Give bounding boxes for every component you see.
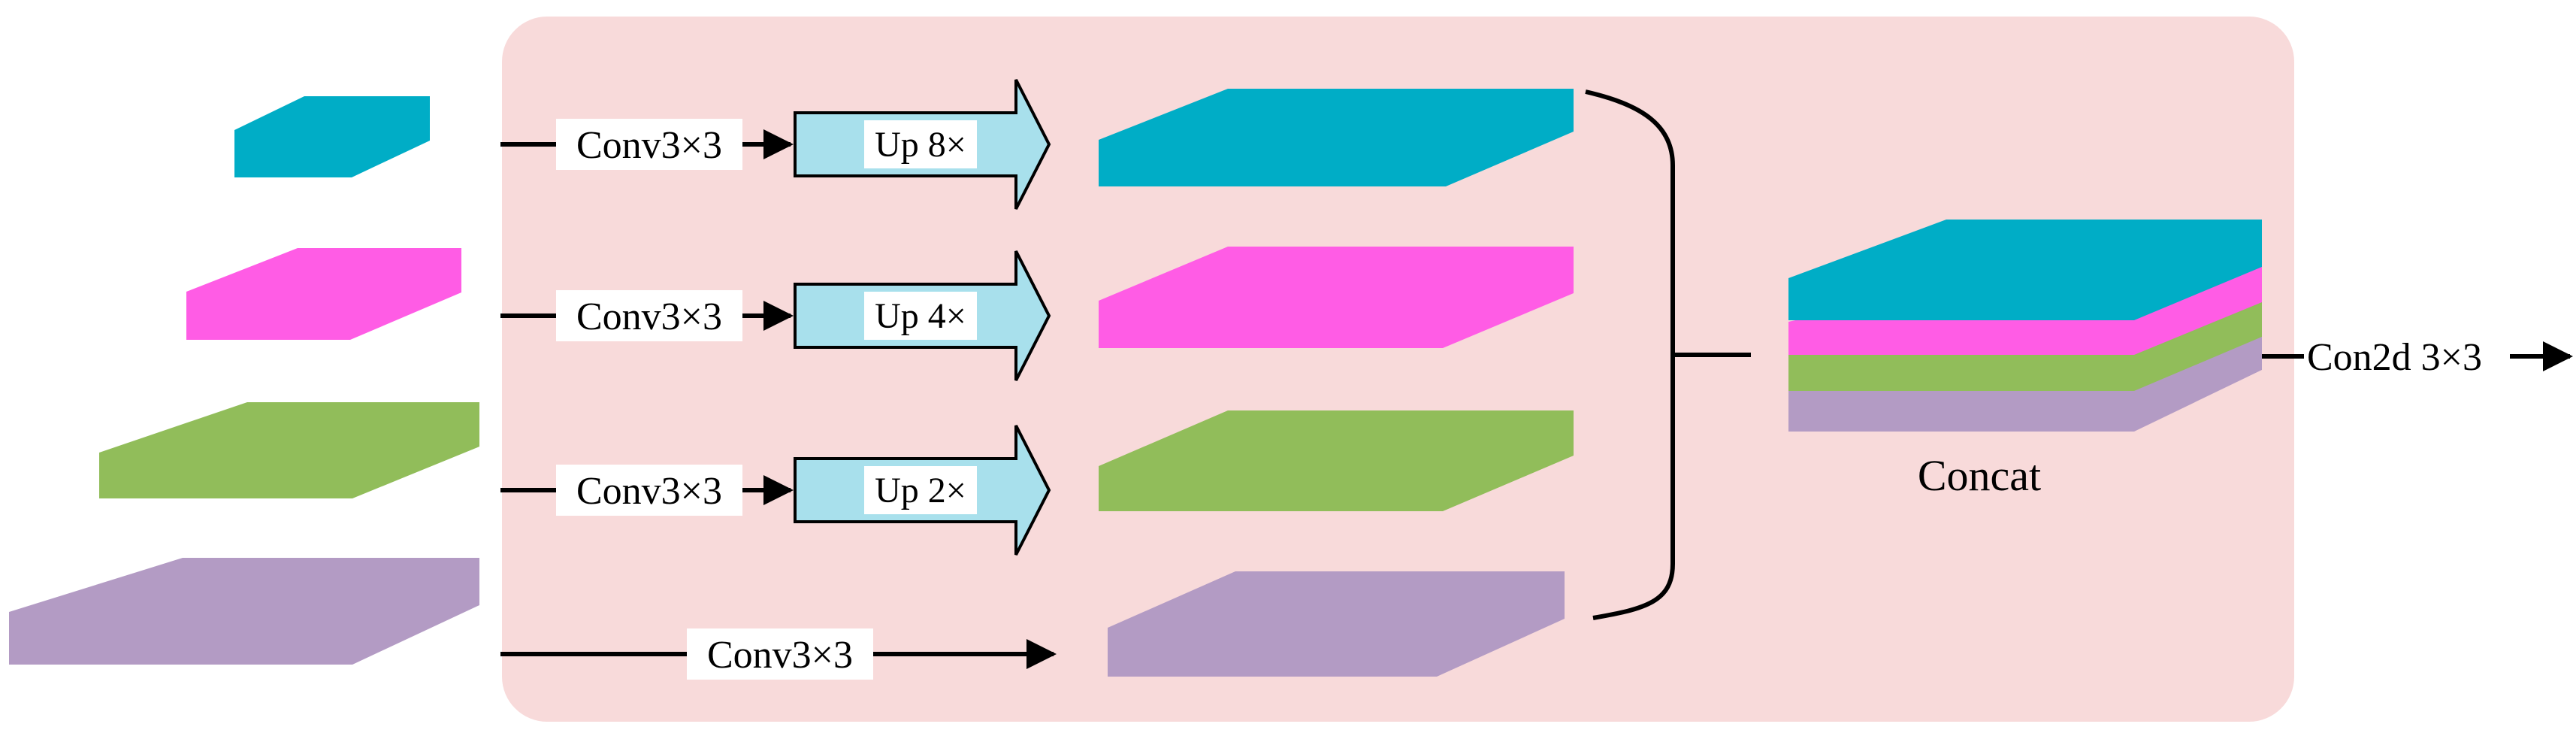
branch-2-up-label: Up 4×	[875, 296, 966, 336]
branch-4-conv-label-bg	[687, 628, 873, 680]
branch-1-up-label-bg	[864, 120, 977, 168]
branch-2-conv-label: Conv3×3	[576, 295, 722, 338]
output-label: Con2d 3×3	[2307, 336, 2482, 379]
upsampled-feature-map-1	[1099, 89, 1574, 186]
branch-3-up-label: Up 2×	[875, 471, 966, 510]
upsampled-feature-map-4	[1108, 571, 1565, 677]
concat-label: Concat	[1918, 451, 2041, 500]
branch-2-conv-label-bg	[556, 290, 742, 341]
output-label-bg	[2304, 332, 2510, 380]
input-feature-map-4	[9, 558, 479, 665]
concat-layer-teal	[1788, 220, 2262, 320]
branch-1-conv-label: Conv3×3	[576, 124, 722, 167]
upsampled-feature-map-3	[1099, 410, 1574, 511]
input-feature-map-3	[99, 402, 479, 498]
branch-1-up-label: Up 8×	[875, 125, 966, 165]
branch-3-up-label-bg	[864, 466, 977, 514]
fusion-panel	[502, 17, 2294, 722]
branch-2-up-label-bg	[864, 292, 977, 340]
upsampled-feature-map-2	[1099, 247, 1574, 348]
branch-3-conv-label-bg	[556, 465, 742, 516]
merge-brace	[1585, 89, 1675, 620]
branch-1-conv-label-bg	[556, 119, 742, 170]
branch-4-conv-label: Conv3×3	[707, 634, 853, 677]
input-feature-map-2	[186, 248, 461, 340]
input-feature-map-1	[234, 96, 430, 177]
branch-3-conv-label: Conv3×3	[576, 470, 722, 513]
